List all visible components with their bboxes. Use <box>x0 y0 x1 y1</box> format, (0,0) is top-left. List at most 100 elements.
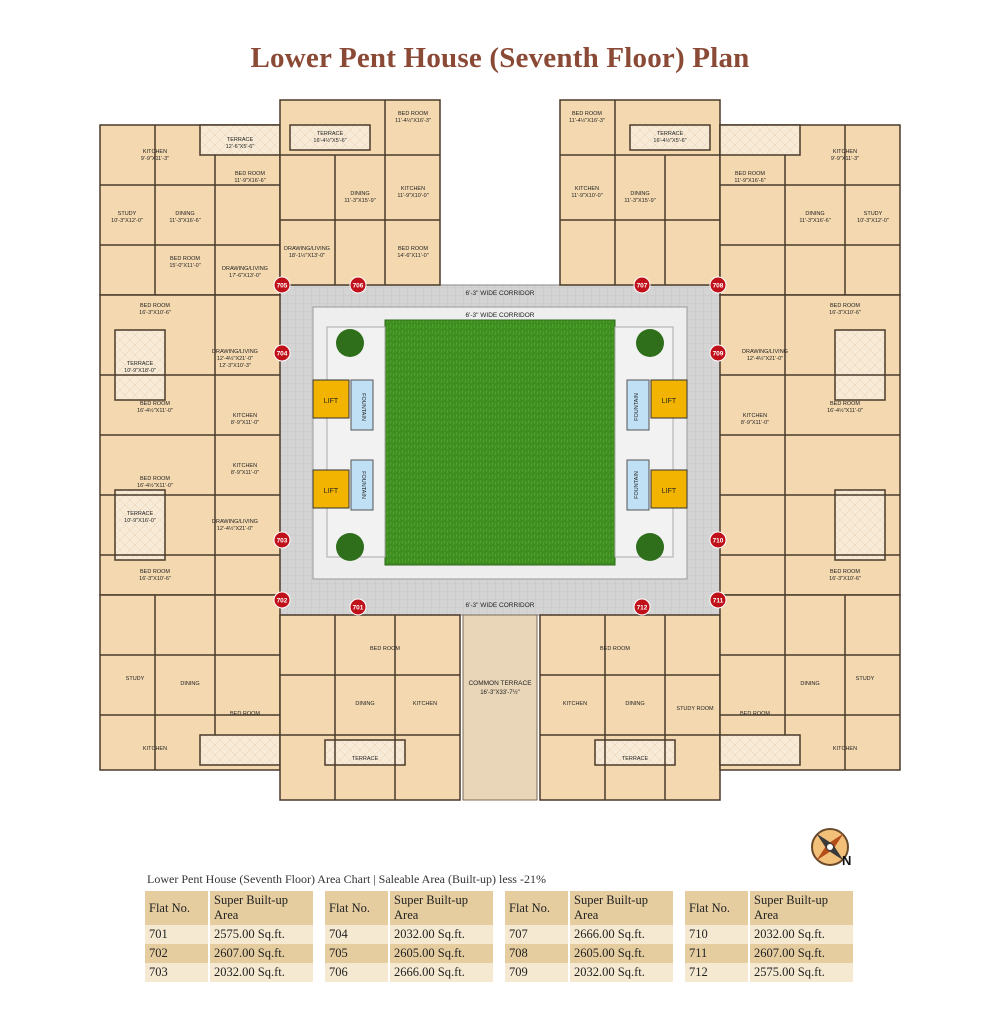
room-label: KITCHEN <box>143 149 167 155</box>
room-size: 18'-1½"X13'-0" <box>289 252 325 259</box>
room-label: BED ROOM <box>735 171 765 177</box>
room-label: KITCHEN <box>233 413 257 419</box>
room-size: 11'-4½"X16'-3" <box>395 117 431 124</box>
flat-tag-label: 704 <box>277 351 288 358</box>
room-size: 16'-4½"X11'-0" <box>137 482 173 489</box>
floor-plan: LIFT FOUNTAIN LIFT FOUNTAIN LIFT FOUNTAI… <box>99 99 901 801</box>
flat-block-top-right <box>559 99 721 286</box>
room-label: BED ROOM <box>370 646 400 652</box>
flat-tag-marker <box>349 598 367 616</box>
flat-no: 709 <box>505 963 570 982</box>
fountain-left-top: FOUNTAIN <box>350 379 374 431</box>
page-title: Lower Pent House (Seventh Floor) Plan <box>250 42 750 74</box>
room-label: KITCHEN <box>743 413 767 419</box>
room-size: 11'-3"X16'-6" <box>799 218 830 224</box>
flat-no: 707 <box>505 925 570 944</box>
room-label: DINING <box>805 211 824 217</box>
room-label: STUDY <box>864 211 883 217</box>
room-label: KITCHEN <box>575 186 599 192</box>
room-label: BED ROOM <box>830 569 860 575</box>
flat-no: 706 <box>325 963 390 982</box>
room-label: DINING <box>355 701 374 707</box>
flat-tag-marker <box>633 598 651 616</box>
area-value: 2666.00 Sq.ft. <box>389 963 493 982</box>
room-size: 11'-9"X10'-0" <box>571 193 602 199</box>
flat-tag-label: 705 <box>277 283 288 290</box>
col-header-area: Super Built-up Area <box>749 891 853 925</box>
room-size: 11'-3"X15'-9" <box>624 198 655 204</box>
flat-tag-marker <box>273 531 291 549</box>
room-size: 16'-4½"X5'-6" <box>313 137 346 144</box>
flat-tag-marker <box>709 591 727 609</box>
room-label: BED ROOM <box>600 646 630 652</box>
room-label: BED ROOM <box>830 303 860 309</box>
flat-tag-marker <box>273 591 291 609</box>
area-value: 2607.00 Sq.ft. <box>749 944 853 963</box>
room-label: TERRACE <box>352 756 379 762</box>
flat-no: 703 <box>145 963 210 982</box>
flat-tag-label: 708 <box>713 283 724 290</box>
flat-no: 702 <box>145 944 210 963</box>
room-label: BED ROOM <box>230 711 260 717</box>
room-size: 9'-9"X11'-3" <box>141 156 169 162</box>
svg-text:LIFT: LIFT <box>662 488 677 495</box>
room-size: 11'-4½"X16'-3" <box>569 117 605 124</box>
room-label: STUDY <box>126 676 145 682</box>
shrub <box>336 329 364 357</box>
room-label: DRAWING/LIVING <box>212 519 258 525</box>
room-size: 12'-4½"X21'-0" <box>747 355 783 362</box>
room-label: KITCHEN <box>413 701 437 707</box>
flat-tag-marker <box>273 276 291 294</box>
area-value: 2575.00 Sq.ft. <box>209 925 313 944</box>
flat-no: 708 <box>505 944 570 963</box>
svg-text:FOUNTAIN: FOUNTAIN <box>360 471 366 499</box>
room-size: 10'-3"X12'-0" <box>857 218 889 224</box>
lawn-inner-right <box>614 326 674 558</box>
room-label: KITCHEN <box>833 149 857 155</box>
corridor-label-top: 6'-3" WIDE CORRIDOR <box>466 290 535 297</box>
area-value: 2575.00 Sq.ft. <box>749 963 853 982</box>
room-size: 16'-3"X10'-6" <box>139 576 171 582</box>
col-header-area: Super Built-up Area <box>389 891 493 925</box>
flat-block-bottom-left <box>279 614 461 801</box>
room-size: 12'-6"X5'-6" <box>226 144 255 150</box>
room-label: BED ROOM <box>398 246 428 252</box>
flat-tag-label: 711 <box>713 598 724 605</box>
room-size: 16'-4½"X11'-0" <box>827 407 863 414</box>
room-label: TERRACE <box>127 511 154 517</box>
room-label: DINING <box>350 191 369 197</box>
room-label: DRAWING/LIVING <box>742 349 788 355</box>
flat-tag-marker <box>273 344 291 362</box>
flat-tag-marker <box>709 276 727 294</box>
room-label: BED ROOM <box>740 711 770 717</box>
flat-no: 705 <box>325 944 390 963</box>
area-value: 2032.00 Sq.ft. <box>209 963 313 982</box>
room-size: 11'-9"X16'-6" <box>234 178 265 184</box>
col-header-area: Super Built-up Area <box>569 891 673 925</box>
room-size: 14'-6"X11'-0" <box>397 253 428 259</box>
flat-tag-label: 710 <box>713 538 724 545</box>
room-size: 11'-3"X15'-9" <box>344 198 375 204</box>
flat-block-right <box>719 124 901 771</box>
flat-tag-label: 712 <box>637 605 648 612</box>
room-label: STUDY <box>118 211 137 217</box>
room-label: TERRACE <box>317 131 344 137</box>
room-size: 11'-9"X10'-0" <box>397 193 428 199</box>
room-label: KITCHEN <box>833 746 857 752</box>
room-label: STUDY ROOM <box>676 706 714 712</box>
col-header-flat: Flat No. <box>325 891 390 925</box>
lawn <box>384 319 616 566</box>
area-value: 2032.00 Sq.ft. <box>749 925 853 944</box>
room-size: 12'-3"X10'-3" <box>219 363 251 369</box>
